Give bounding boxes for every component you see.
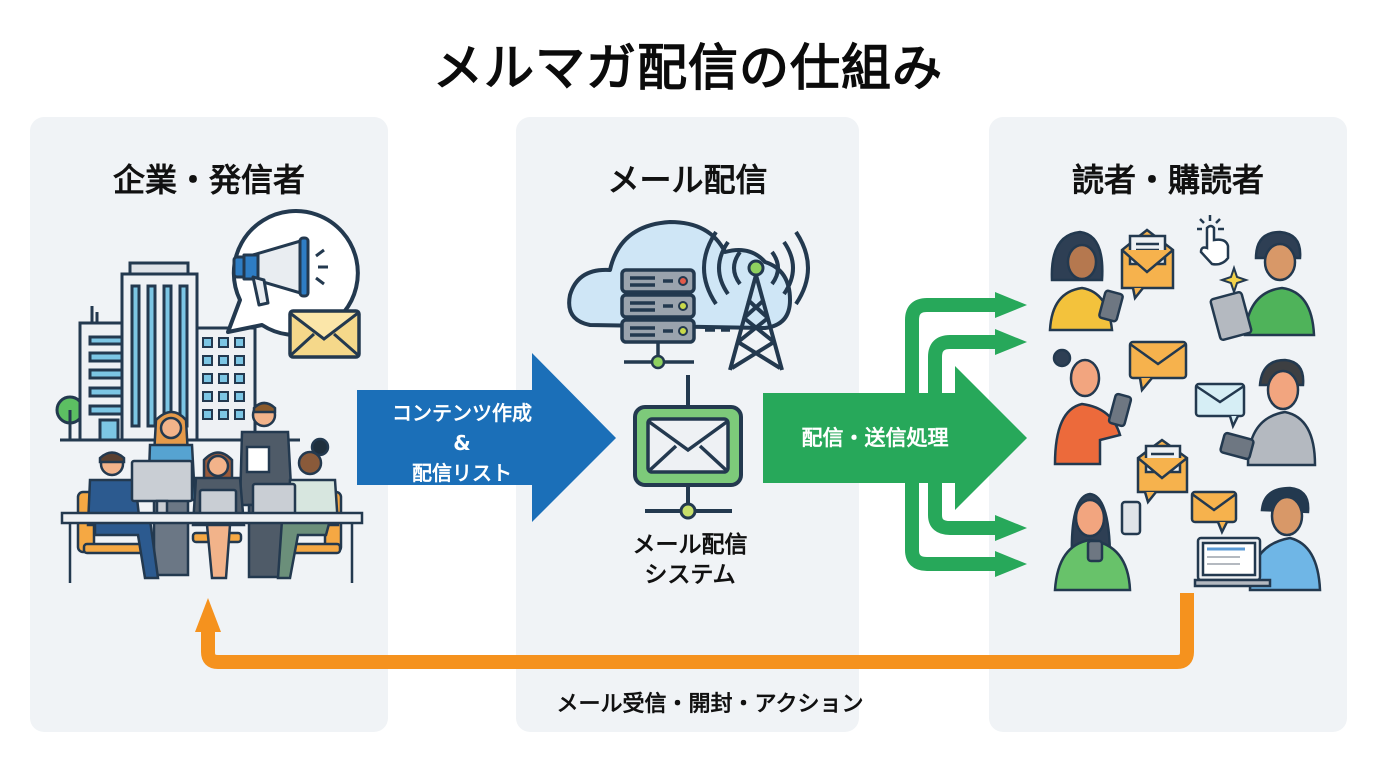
team-meeting-icon xyxy=(60,401,364,583)
create-arrow-line1: コンテンツ作成 xyxy=(392,401,532,425)
megaphone-icon xyxy=(232,236,328,307)
send-arrow xyxy=(763,292,1027,577)
feedback-arrow xyxy=(195,593,1194,669)
panel-delivery-title: メール配信 xyxy=(607,161,768,199)
sparkle-icon xyxy=(1218,264,1250,296)
envelope-icon xyxy=(288,309,361,359)
tap-hand-icon xyxy=(1197,215,1230,266)
create-arrow-line3: 配信リスト xyxy=(412,461,512,485)
mail-system-label: メール配信 システム xyxy=(590,530,790,590)
create-arrow-label: コンテンツ作成 & 配信リスト xyxy=(362,398,562,488)
create-arrow xyxy=(357,353,616,522)
send-arrow-label: 配信・送信処理 xyxy=(801,426,949,450)
antenna-tower-icon xyxy=(702,230,810,371)
reader-icon xyxy=(1048,230,1322,592)
create-arrow-line2: & xyxy=(453,431,471,455)
page-title: メルマガ配信の仕組み xyxy=(433,39,943,97)
feedback-arrow-label: メール受信・開封・アクション xyxy=(556,692,864,717)
building-windows xyxy=(202,337,245,420)
panel-readers-title: 読者・購読者 xyxy=(1071,161,1264,199)
mail-system-icon xyxy=(633,405,743,520)
building-icon xyxy=(78,261,257,442)
panel-sender-title: 企業・発信者 xyxy=(112,161,305,199)
server-icon xyxy=(620,268,730,370)
mail-system-label-line2: システム xyxy=(644,562,736,588)
reader-envelopes xyxy=(1120,228,1246,536)
mail-system-label-line1: メール配信 xyxy=(632,532,748,558)
